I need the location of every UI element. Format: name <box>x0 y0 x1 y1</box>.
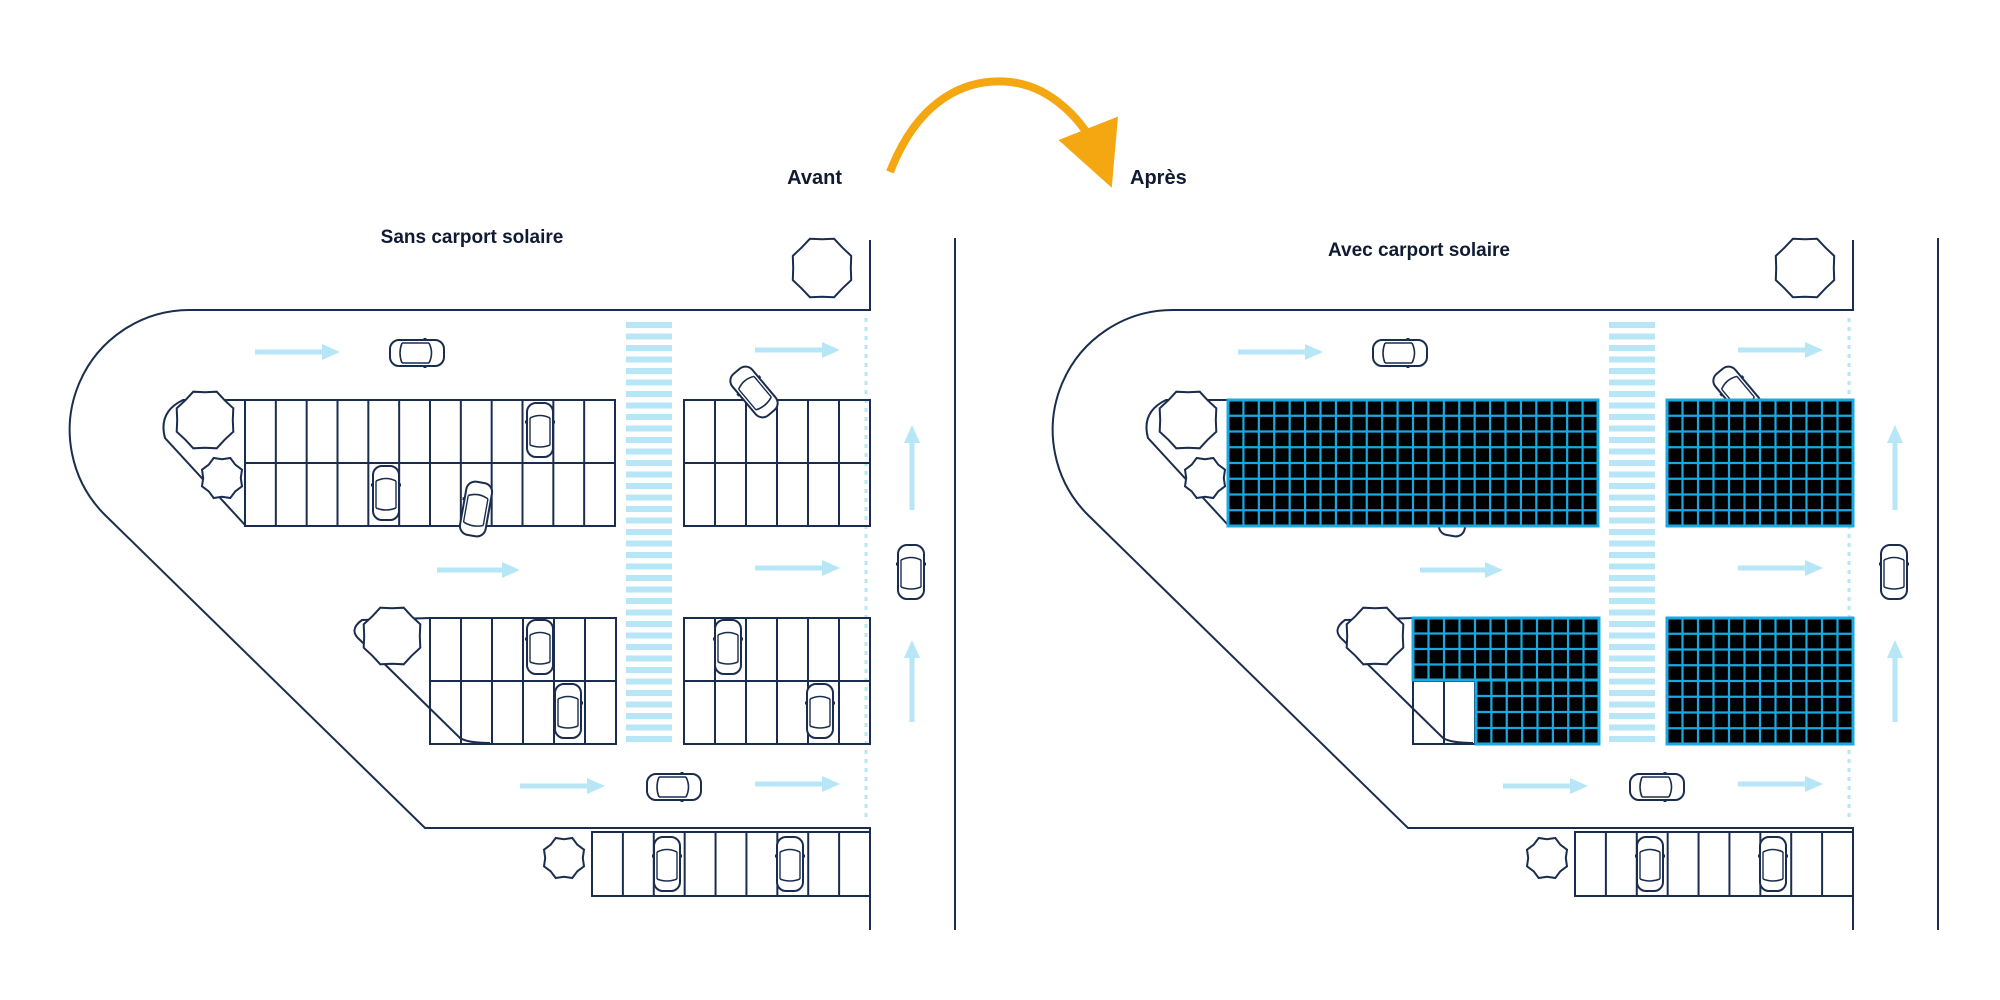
direction-arrow-icon <box>755 776 840 792</box>
car-icon <box>896 544 926 600</box>
car-icon <box>1879 544 1909 600</box>
parking-stalls <box>591 831 871 897</box>
parking-stalls <box>1574 831 1854 897</box>
car-icon <box>525 619 555 675</box>
direction-arrow-icon <box>755 342 840 358</box>
solar-panel-icon <box>1665 398 1855 528</box>
tree-icon <box>1345 606 1405 666</box>
tree-icon <box>542 836 586 880</box>
direction-arrow-icon <box>520 778 605 794</box>
solar-panel-icon <box>1226 398 1600 528</box>
solar-panel-icon <box>1665 616 1855 746</box>
before-parking-lot: Sans carport solaire <box>68 227 956 930</box>
direction-arrow-icon <box>1738 560 1823 576</box>
car-icon <box>652 836 682 892</box>
car-icon <box>713 619 743 675</box>
tree-icon <box>1525 836 1569 880</box>
direction-arrow-icon <box>904 640 920 722</box>
car-icon <box>1629 772 1685 802</box>
left-title: Sans carport solaire <box>381 227 564 248</box>
parking-stalls <box>244 399 616 527</box>
car-icon <box>371 465 401 521</box>
car-icon <box>1372 338 1428 368</box>
after-parking-lot: Avec carport solaire <box>1051 237 1939 930</box>
car-icon <box>1758 836 1788 892</box>
right-title: Avec carport solaire <box>1328 240 1510 261</box>
car-icon <box>646 772 702 802</box>
direction-arrow-icon <box>1738 342 1823 358</box>
curved-arrow-icon <box>886 77 1118 188</box>
tree-icon <box>1183 456 1227 500</box>
car-icon <box>729 365 779 419</box>
car-icon <box>525 402 555 458</box>
parking-stalls <box>683 399 871 527</box>
planter-island <box>1145 399 1229 526</box>
crosswalk <box>1609 322 1655 742</box>
car-icon <box>389 338 445 368</box>
direction-arrow-icon <box>1420 562 1503 578</box>
tree-icon <box>362 606 422 666</box>
car-icon <box>775 836 805 892</box>
solar-panel-icon <box>1474 678 1601 746</box>
direction-arrow-icon <box>1738 776 1823 792</box>
tree-icon <box>791 237 853 299</box>
direction-arrow-icon <box>904 425 920 510</box>
direction-arrow-icon <box>755 560 840 576</box>
before-label: Avant <box>787 167 842 189</box>
direction-arrow-icon <box>1238 344 1323 360</box>
tree-icon <box>175 390 235 450</box>
car-icon <box>458 480 494 538</box>
tree-icon <box>1158 390 1218 450</box>
direction-arrow-icon <box>1887 640 1903 722</box>
car-icon <box>805 683 835 739</box>
direction-arrow-icon <box>1503 778 1588 794</box>
car-icon <box>553 683 583 739</box>
car-icon <box>1635 836 1665 892</box>
solar-panel-icon <box>1411 616 1601 682</box>
tree-icon <box>200 456 244 500</box>
after-label: Après <box>1130 167 1187 189</box>
lot-boundary <box>1051 240 1854 930</box>
planter-island <box>353 617 491 744</box>
planter-island <box>1336 617 1474 744</box>
planter-island <box>162 399 246 526</box>
tree-icon <box>1774 237 1836 299</box>
crosswalk <box>626 322 672 742</box>
direction-arrow-icon <box>1887 425 1903 510</box>
lot-boundary <box>68 240 871 930</box>
direction-arrow-icon <box>255 344 340 360</box>
parking-stalls <box>683 617 871 745</box>
direction-arrow-icon <box>437 562 520 578</box>
